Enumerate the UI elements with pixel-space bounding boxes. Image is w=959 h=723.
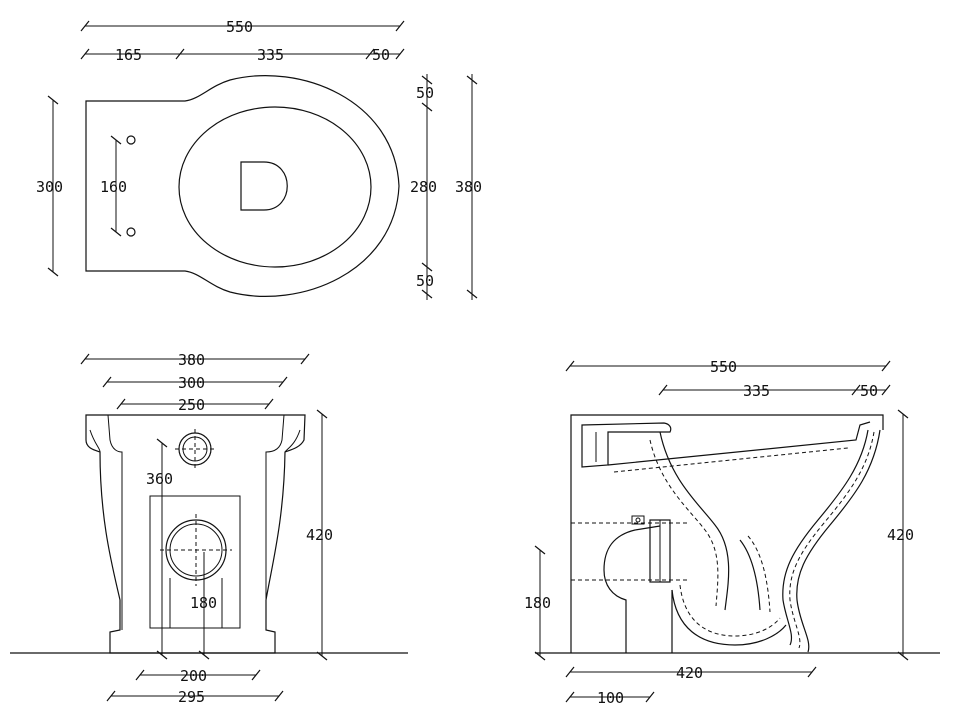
front-view: 380 300 250 360 420 180 200 29 xyxy=(10,351,408,706)
side-view-outline xyxy=(570,414,884,653)
dim-top-bowl-width: 280 xyxy=(410,178,437,196)
top-view-outline xyxy=(85,75,400,297)
dim-side-outlet-offset: 100 xyxy=(597,689,624,707)
dim-front-base-inner: 200 xyxy=(180,667,207,685)
dim-top-rim-lower: 50 xyxy=(416,272,434,290)
dim-front-height: 420 xyxy=(306,526,333,544)
dim-front-inlet-height: 360 xyxy=(146,470,173,488)
fixing-hole-top xyxy=(126,135,136,145)
dim-side-base-length: 420 xyxy=(676,664,703,682)
top-view: 550 165 335 50 300 160 50 280 50 380 xyxy=(36,18,482,300)
dim-top-rim-upper: 50 xyxy=(416,84,434,102)
bowl-opening xyxy=(178,106,372,268)
dim-side-overall-length: 550 xyxy=(710,358,737,376)
dim-front-inner-width: 250 xyxy=(178,396,205,414)
dim-top-front-segment: 165 xyxy=(115,46,142,64)
side-view: 550 335 50 420 180 420 100 xyxy=(524,358,940,707)
dim-front-base-outer: 295 xyxy=(178,688,205,706)
dim-top-overall-width: 300 xyxy=(36,178,63,196)
dim-top-hole-spacing: 160 xyxy=(100,178,127,196)
dim-side-outlet-height: 180 xyxy=(524,594,551,612)
dim-top-rim-segment: 50 xyxy=(372,46,390,64)
dim-front-mid-width: 300 xyxy=(178,374,205,392)
dim-side-rim: 50 xyxy=(860,382,878,400)
dim-front-outlet-height: 180 xyxy=(190,594,217,612)
dim-top-outer-width: 380 xyxy=(455,178,482,196)
outlet-panel xyxy=(149,495,241,629)
dim-top-overall-length: 550 xyxy=(226,18,253,36)
fixing-hole-bottom xyxy=(126,227,136,237)
dim-front-top-width: 380 xyxy=(178,351,205,369)
dim-top-bowl-segment: 335 xyxy=(257,46,284,64)
bowl-wall xyxy=(796,429,881,653)
dim-side-bowl-length: 335 xyxy=(743,382,770,400)
dim-side-height: 420 xyxy=(887,526,914,544)
outlet-opening xyxy=(240,161,288,211)
